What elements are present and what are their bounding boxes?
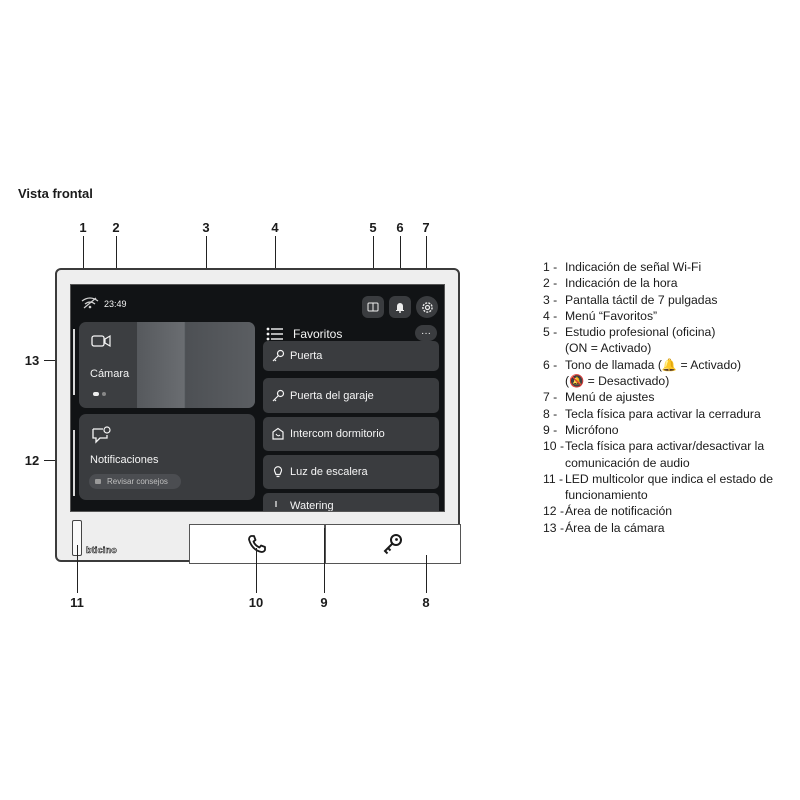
callout-11: 11 xyxy=(70,595,84,610)
door-lock-key-button[interactable] xyxy=(325,524,461,564)
legend-item: 10 -Tecla física para activar/desactivar… xyxy=(543,439,765,470)
wifi-signal-icon xyxy=(81,297,99,309)
office-icon xyxy=(367,302,379,312)
notifications-label: Notificaciones xyxy=(90,454,159,466)
callout-5: 5 xyxy=(369,220,377,235)
leader-3 xyxy=(206,236,207,294)
bulb-icon xyxy=(273,466,283,478)
leader-11 xyxy=(77,545,78,593)
tips-pill[interactable]: Revisar consejos xyxy=(89,474,181,489)
favorite-label: Luz de escalera xyxy=(290,466,368,478)
callout-3: 3 xyxy=(202,220,210,235)
pager-dot-active xyxy=(93,392,99,396)
legend-item: 1 -Indicación de señal Wi-Fi xyxy=(543,260,702,274)
callout-6: 6 xyxy=(396,220,404,235)
key-icon xyxy=(383,534,402,555)
key-icon xyxy=(272,349,285,362)
video-camera-icon xyxy=(91,334,111,348)
favorite-item-watering[interactable]: Watering xyxy=(263,493,439,512)
office-mode-button[interactable] xyxy=(362,296,384,318)
figure-title: Vista frontal xyxy=(18,186,93,201)
leader-8 xyxy=(426,555,427,593)
leader-9 xyxy=(324,528,325,593)
callout-4: 4 xyxy=(271,220,279,235)
legend: 1 -Indicación de señal Wi-Fi 2 -Indicaci… xyxy=(543,259,793,536)
watering-icon xyxy=(275,501,277,507)
leader-6 xyxy=(400,236,401,296)
favorite-label: Puerta xyxy=(290,350,323,362)
camera-preview xyxy=(137,322,255,408)
leader-10 xyxy=(256,548,257,593)
legend-item: 12 -Área de notificación xyxy=(543,504,673,519)
status-time: 23:49 xyxy=(104,299,127,309)
notification-area-marker xyxy=(73,430,75,496)
leader-2 xyxy=(116,236,117,296)
legend-item: (ON = Activado) xyxy=(565,341,652,356)
legend-item: 3 -Pantalla táctil de 7 pulgadas xyxy=(543,292,718,307)
favorite-item-stair-light[interactable]: Luz de escalera xyxy=(263,455,439,489)
favorite-label: Intercom dormitorio xyxy=(290,428,385,440)
favorite-item-puerta[interactable]: Puerta xyxy=(263,341,439,371)
notification-bubble-icon xyxy=(92,426,111,444)
legend-item: 13 -Área de la cámara xyxy=(543,520,665,535)
bell-icon xyxy=(396,303,404,313)
brand-logo: bticino xyxy=(86,545,117,556)
more-options-button[interactable]: ··· xyxy=(415,325,437,341)
leader-7 xyxy=(426,236,427,296)
tip-icon xyxy=(95,478,101,484)
legend-item: 11 -LED multicolor que indica el estado … xyxy=(543,471,773,503)
legend-item: 8 -Tecla física para activar la cerradur… xyxy=(543,406,761,421)
intercom-icon xyxy=(272,427,284,440)
favorite-item-garage[interactable]: Puerta del garaje xyxy=(263,378,439,413)
camera-card[interactable]: Cámara xyxy=(79,322,255,408)
tips-label: Revisar consejos xyxy=(107,477,168,486)
legend-item: 2 -Indicación de la hora xyxy=(543,276,678,291)
callout-7: 7 xyxy=(422,220,430,235)
pager-dot xyxy=(102,392,106,396)
favorite-label: Puerta del garaje xyxy=(290,389,374,402)
notifications-card[interactable]: Notificaciones Revisar consejos xyxy=(79,414,255,500)
legend-item: (🔕 = Desactivado) xyxy=(565,374,670,389)
leader-1 xyxy=(83,236,84,296)
ringtone-button[interactable] xyxy=(389,296,411,318)
audio-key-button[interactable] xyxy=(189,524,325,564)
camera-label: Cámara xyxy=(90,368,130,380)
leader-5 xyxy=(373,236,374,296)
favorite-label: Watering xyxy=(290,500,334,512)
callout-13: 13 xyxy=(24,353,40,368)
list-menu-icon xyxy=(266,327,283,341)
legend-item: 5 -Estudio profesional (oficina) xyxy=(543,325,716,340)
phone-icon xyxy=(248,535,266,553)
legend-item: 6 -Tono de llamada (🔔 = Activado) xyxy=(543,357,742,372)
key-icon xyxy=(272,389,285,401)
legend-item: 9 -Micrófono xyxy=(543,422,619,437)
callout-1: 1 xyxy=(79,220,87,235)
favorites-title: Favoritos xyxy=(293,327,343,341)
settings-button[interactable] xyxy=(416,296,438,318)
touch-screen[interactable]: 23:49 Cámara N xyxy=(70,284,445,512)
legend-item: 4 -Menú “Favoritos” xyxy=(543,308,658,323)
gear-icon xyxy=(421,301,433,313)
callout-9: 9 xyxy=(320,595,328,610)
callout-2: 2 xyxy=(112,220,120,235)
legend-item: 7 -Menú de ajustes xyxy=(543,390,655,405)
favorite-item-intercom[interactable]: Intercom dormitorio xyxy=(263,417,439,451)
callout-10: 10 xyxy=(248,595,264,610)
callout-12: 12 xyxy=(24,453,40,468)
callout-8: 8 xyxy=(422,595,430,610)
camera-area-marker xyxy=(73,329,75,395)
